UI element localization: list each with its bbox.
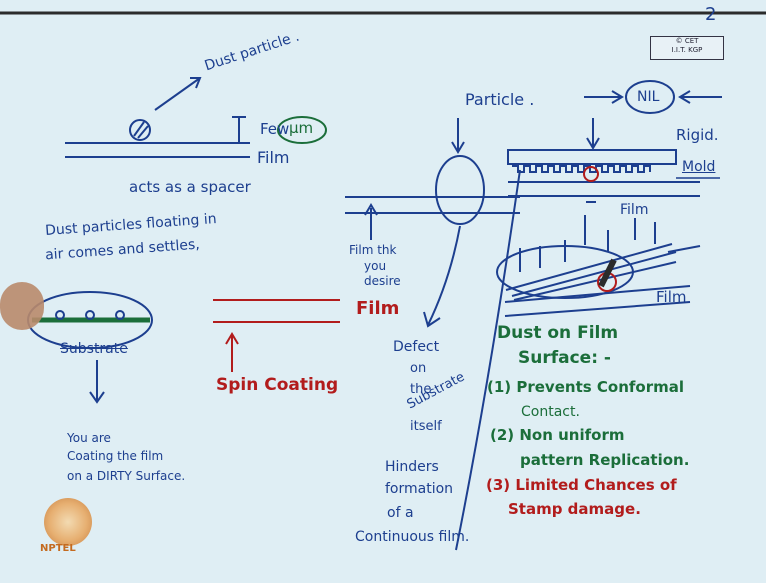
label-coating-line3: on a DIRTY Surface. bbox=[67, 469, 186, 483]
label-coating-line2: Coating the film bbox=[67, 449, 164, 463]
nptel-logo-text: NPTEL bbox=[40, 543, 76, 554]
label-film-top: Film bbox=[257, 148, 290, 167]
point-1-line1: (1) Prevents Conformal bbox=[487, 378, 684, 396]
label-hinders-1: Hinders bbox=[385, 459, 439, 475]
copyright-stamp: © CET I.I.T. KGP bbox=[650, 36, 724, 60]
label-substrate: Substrate bbox=[60, 341, 128, 357]
point-1-line2: Contact. bbox=[521, 404, 580, 420]
label-defect-2: on bbox=[410, 361, 427, 376]
label-spin-coating: Spin Coating bbox=[216, 375, 339, 395]
label-rigid: Rigid. bbox=[676, 126, 719, 144]
heading-surface: Surface: - bbox=[518, 348, 611, 368]
label-film-thk-2: you bbox=[364, 259, 387, 273]
tilted-mold-diagram bbox=[496, 215, 701, 317]
label-particle: Particle . bbox=[465, 90, 535, 109]
point-3-line1: (3) Limited Chances of bbox=[486, 476, 677, 494]
dust-particle-sketch bbox=[65, 77, 327, 158]
page-number: 2 bbox=[705, 4, 717, 25]
label-film-right-top: Film bbox=[620, 202, 649, 218]
label-film-right-bottom: Film bbox=[656, 288, 687, 306]
label-defect-5: itself bbox=[410, 419, 442, 434]
spin-coating-film-lines bbox=[213, 299, 340, 372]
label-hinders-4: Continuous film. bbox=[355, 529, 470, 545]
stamp-line-2: I.I.T. KGP bbox=[671, 46, 703, 54]
point-3-line2: Stamp damage. bbox=[508, 500, 641, 518]
label-film-red: Film bbox=[356, 298, 400, 319]
label-film-thk-1: Film thk bbox=[349, 243, 397, 257]
label-mold: Mold bbox=[682, 159, 716, 175]
label-defect-1: Defect bbox=[393, 339, 440, 355]
label-few: Few bbox=[260, 120, 290, 138]
nptel-logo-icon bbox=[44, 498, 92, 546]
label-coating-line1: You are bbox=[67, 431, 111, 445]
label-acts-as-spacer: acts as a spacer bbox=[129, 178, 251, 196]
label-film-thk-3: desire bbox=[364, 274, 401, 288]
stamp-line-1: © CET bbox=[675, 37, 699, 45]
point-2-line2: pattern Replication. bbox=[520, 451, 690, 469]
heading-dust-on-film: Dust on Film bbox=[497, 323, 619, 343]
presenter-hand bbox=[0, 282, 44, 330]
label-micrometer: μm bbox=[289, 119, 314, 137]
nil-mold-diagram bbox=[507, 80, 722, 203]
particle-on-film-sketch bbox=[345, 118, 521, 551]
point-2-line1: (2) Non uniform bbox=[490, 426, 625, 444]
label-defect-3: the bbox=[410, 382, 432, 397]
label-nil: NIL bbox=[637, 89, 660, 105]
label-hinders-2: formation bbox=[385, 481, 454, 497]
label-hinders-3: of a bbox=[387, 505, 414, 521]
